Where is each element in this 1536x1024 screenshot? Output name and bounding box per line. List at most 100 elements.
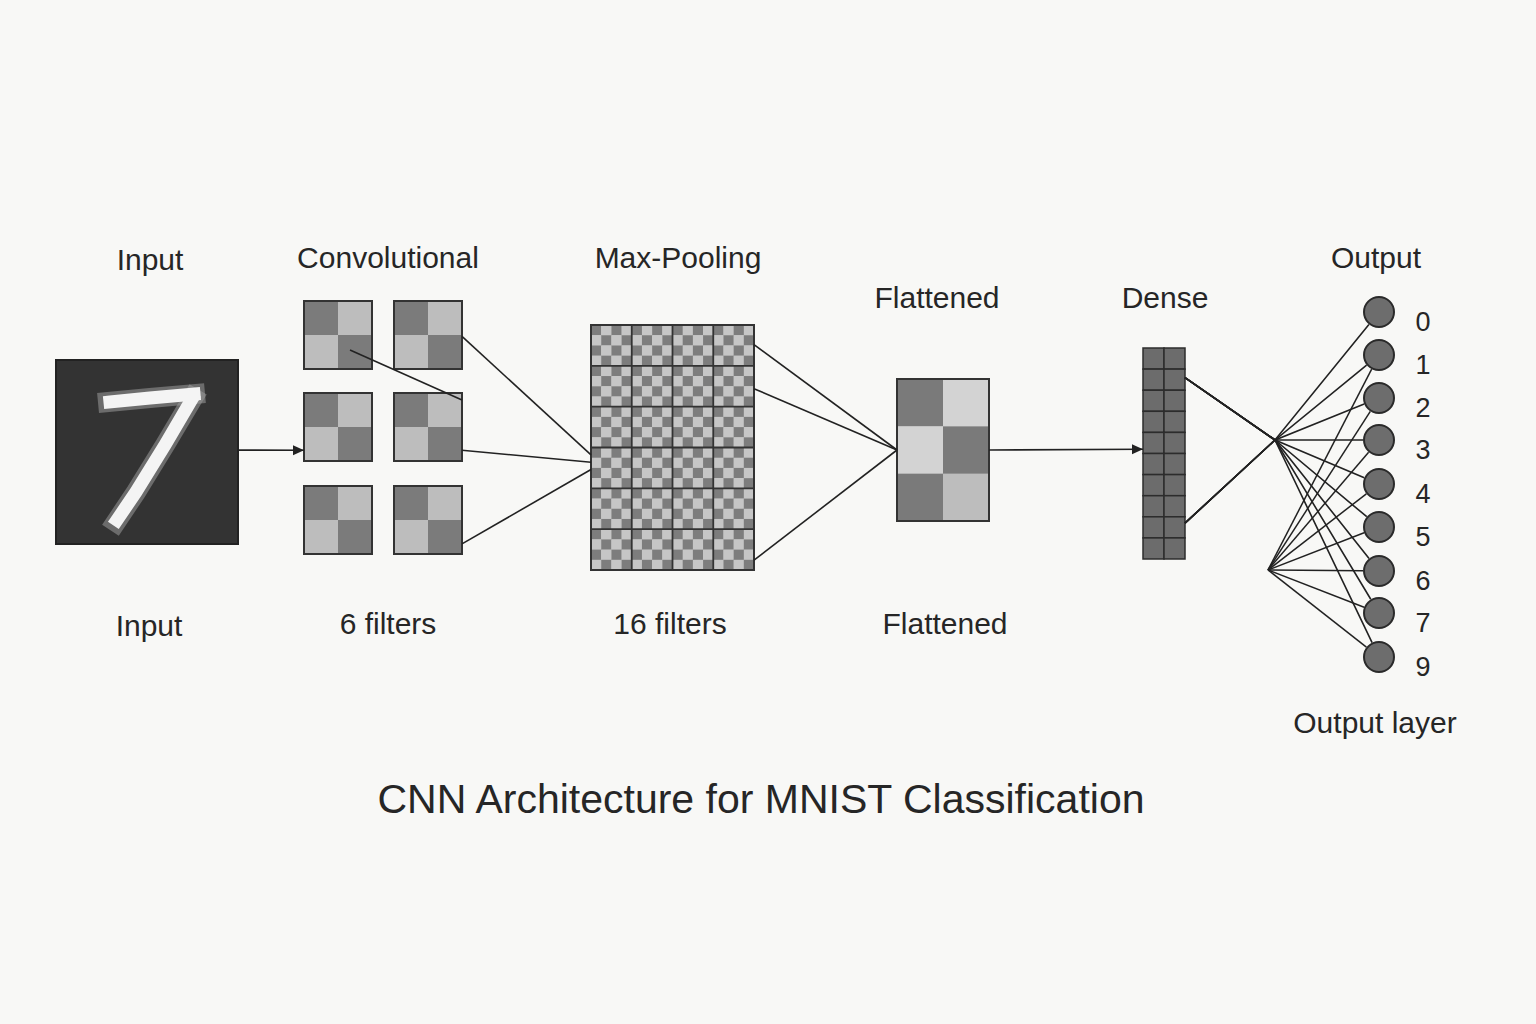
pool-cell [703,509,713,520]
pool-cell [601,437,611,448]
pool-cell [734,468,744,479]
kernel-cell [394,301,428,335]
pool-cell [673,478,683,489]
pool-cell [723,427,733,438]
pool-cell [642,519,652,530]
pool-cell [632,376,642,387]
pool-cell [642,335,652,346]
connector-line [1185,440,1367,523]
fan-line [1268,570,1366,647]
pool-cell [693,458,703,469]
pool-cell [744,417,754,428]
pool-cell [723,488,733,499]
flat-cell [897,474,943,522]
pool-cell [652,478,662,489]
digit-stroke [110,394,194,402]
digit-glow [116,398,193,522]
pool-cell [673,560,683,571]
pool-cell [601,560,611,571]
pool-cell [734,386,744,397]
pool-cell [642,550,652,561]
connector [1185,440,1369,558]
pool-cell [662,560,672,571]
pool-cell [693,499,703,510]
pool-cell [652,550,662,561]
pool-cell [622,519,632,530]
pool-cell [642,448,652,459]
pool-cell [591,335,601,346]
fan-line [1268,369,1372,570]
pool-cell [744,499,754,510]
pool-cell [683,550,693,561]
pool-cell [683,478,693,489]
pool-cell [642,345,652,356]
pool-cell [632,509,642,520]
pool-cell [601,499,611,510]
pool-cell [662,488,672,499]
pool-cell [662,407,672,418]
pool-cell [723,345,733,356]
dense-cell [1143,538,1164,559]
pool-cell [652,488,662,499]
arrow-head [1132,444,1143,454]
pool-cell [713,335,723,346]
pool-cell [713,396,723,407]
pool-cell [601,325,611,336]
grid-line [591,487,754,489]
pool-cell [713,417,723,428]
pool-cell [703,345,713,356]
pool-cell [622,335,632,346]
pool-cell [703,366,713,377]
pool-cell [642,468,652,479]
kernel-cell [394,427,428,461]
kernel-cell [304,335,338,369]
pool-cell [601,345,611,356]
connector [1185,378,1364,440]
pool-cell [662,366,672,377]
pool-cell [591,396,601,407]
pool-cell [734,427,744,438]
pool-cell [662,519,672,530]
kernel-outline [394,486,462,554]
connector-line [1185,440,1372,643]
dense-cell [1143,369,1164,390]
pool-cell [622,499,632,510]
layer-label: Max-Pooling [595,241,762,274]
pool-cell [734,417,744,428]
pool-cell [673,376,683,387]
grid-outline [591,325,754,570]
class-label: 1 [1415,351,1430,381]
pool-cell [601,407,611,418]
grid-line [712,325,714,570]
flat-cell [943,426,989,474]
connector-line [1185,378,1364,440]
pool-cell [622,386,632,397]
pool-cell [734,539,744,550]
pool-cell [683,468,693,479]
pool-cell [611,386,621,397]
pool-cell [652,366,662,377]
pool-cell [693,417,703,428]
pool-cell [591,386,601,397]
pool-cell [642,488,652,499]
neuron-circle [1364,340,1394,370]
pool-cell [734,345,744,356]
pool-cell [632,396,642,407]
fan-line [1268,411,1370,570]
pool-cell [601,529,611,540]
pool-cell [611,427,621,438]
pool-cell [723,529,733,540]
pool-cell [744,478,754,489]
pool-cell [723,509,733,520]
dense-cell [1143,432,1164,453]
pool-cell [723,386,733,397]
pool-cell [693,396,703,407]
layer-label: Flattened [874,281,999,314]
pool-cell [591,560,601,571]
pool-cell [683,325,693,336]
pool-cell [611,458,621,469]
pool-cell [632,437,642,448]
pool-cell [632,499,642,510]
kernel-cell [304,301,338,335]
output-neuron: 6 [1363,555,1395,587]
